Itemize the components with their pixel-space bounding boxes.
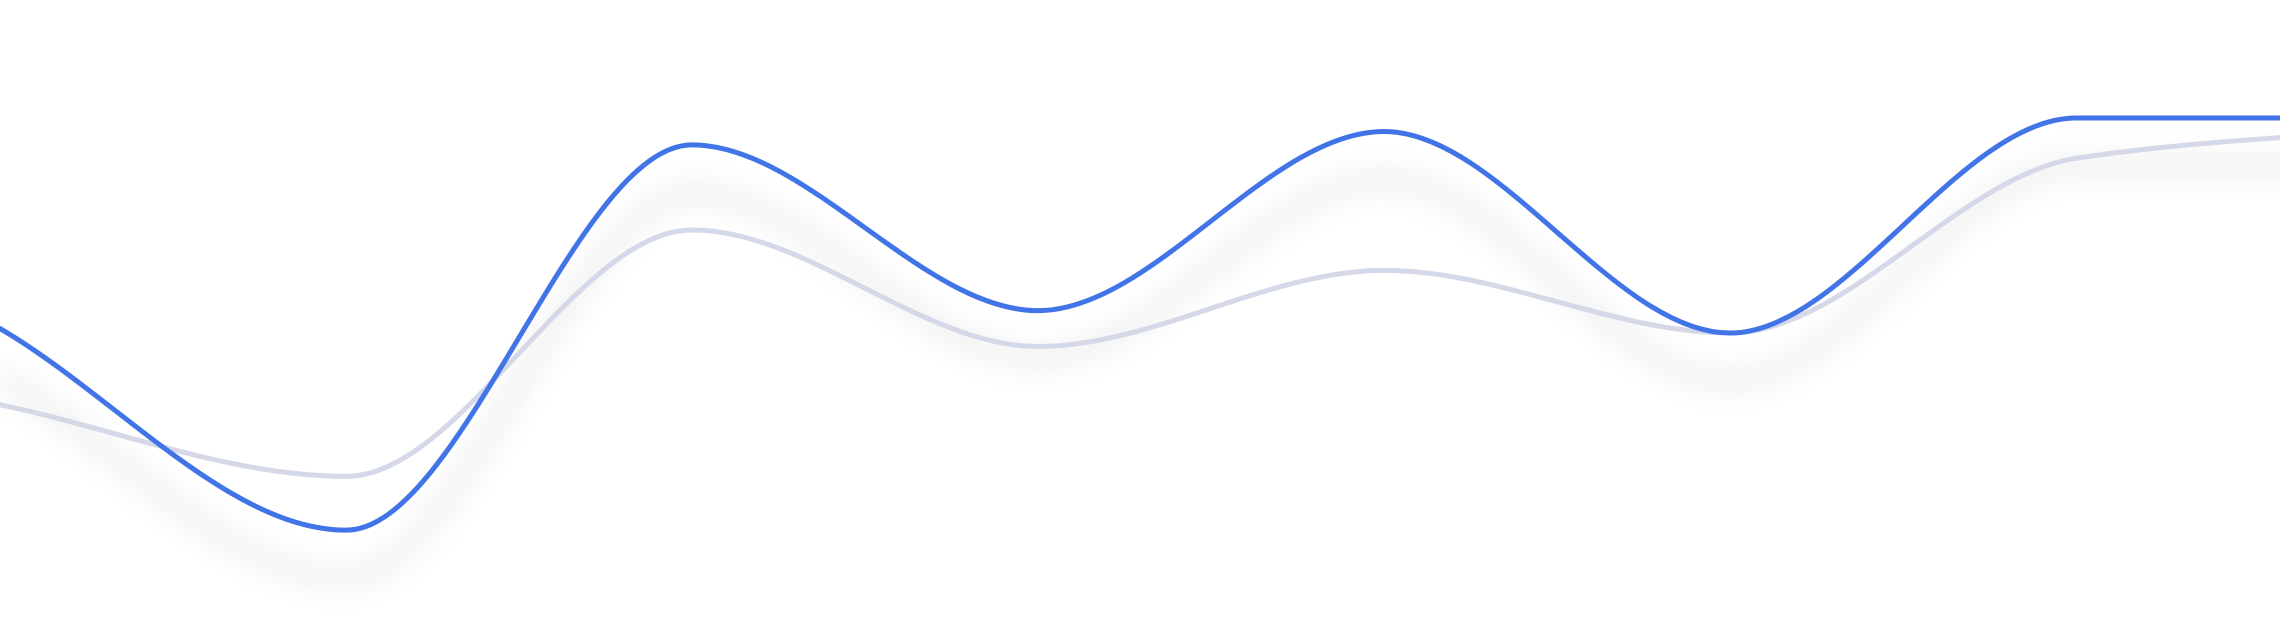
- series-2-shadow: [0, 160, 2280, 585]
- series-1-line: [0, 135, 2280, 479]
- series-2-line: [0, 115, 2280, 533]
- series-layer: [0, 115, 2280, 533]
- series-shadow-layer: [0, 160, 2280, 585]
